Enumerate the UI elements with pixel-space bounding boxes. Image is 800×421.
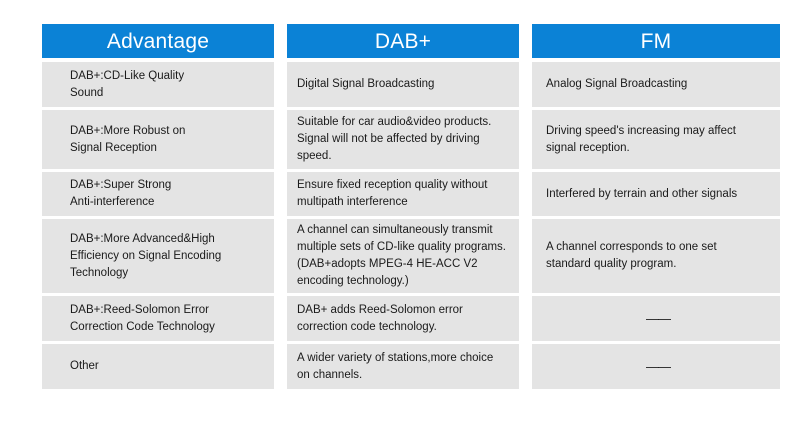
cell-text: Other [70, 360, 99, 372]
table-cell: A channel corresponds to one set standar… [532, 219, 780, 293]
cell-text: Analog Signal Broadcasting [546, 78, 688, 90]
cell-text: DAB+:CD-Like Quality Sound [70, 69, 185, 99]
cell-text: A channel corresponds to one set standar… [546, 241, 717, 270]
cell-text: DAB+:Super Strong Anti-interference [70, 179, 172, 208]
table-cell: Digital Signal Broadcasting [287, 62, 519, 107]
cell-text: DAB+ adds Reed-Solomon error correction … [297, 303, 463, 333]
table-cell: Other [42, 344, 274, 389]
table-cell: DAB+:Super Strong Anti-interference [42, 172, 274, 216]
column-header-advantage: Advantage [42, 24, 274, 58]
table-cell-empty: —— [532, 344, 780, 389]
table-cell: A channel can simultaneously transmit mu… [287, 219, 519, 293]
cell-text: A channel can simultaneously transmit mu… [297, 224, 506, 287]
cell-text: Driving speed's increasing may affect si… [546, 124, 736, 154]
table-cell-empty: —— [532, 296, 780, 341]
table-cell: DAB+:Reed-Solomon Error Correction Code … [42, 296, 274, 341]
table-cell: Driving speed's increasing may affect si… [532, 110, 780, 169]
cell-text: Suitable for car audio&video products. S… [297, 116, 492, 162]
column-dab-plus: DAB+ Digital Signal Broadcasting Suitabl… [287, 24, 519, 392]
table-cell: Interfered by terrain and other signals [532, 172, 780, 216]
column-header-dab-plus: DAB+ [287, 24, 519, 58]
column-cells-fm: Analog Signal Broadcasting Driving speed… [532, 62, 780, 392]
column-advantage: Advantage DAB+:CD-Like Quality Sound DAB… [42, 24, 274, 392]
table-cell: DAB+:More Robust on Signal Reception [42, 110, 274, 169]
cell-text: DAB+:More Robust on Signal Reception [70, 124, 186, 154]
em-dash-placeholder: —— [646, 359, 671, 374]
cell-text: Digital Signal Broadcasting [297, 78, 435, 90]
column-fm: FM Analog Signal Broadcasting Driving sp… [532, 24, 780, 392]
table-cell: A wider variety of stations,more choice … [287, 344, 519, 389]
cell-text: Interfered by terrain and other signals [546, 187, 738, 200]
table-cell: DAB+:More Advanced&High Efficiency on Si… [42, 219, 274, 293]
cell-text: A wider variety of stations,more choice … [297, 351, 494, 381]
column-cells-dab-plus: Digital Signal Broadcasting Suitable for… [287, 62, 519, 392]
table-cell: Analog Signal Broadcasting [532, 62, 780, 107]
column-cells-advantage: DAB+:CD-Like Quality Sound DAB+:More Rob… [42, 62, 274, 392]
column-header-fm: FM [532, 24, 780, 58]
cell-text: DAB+:More Advanced&High Efficiency on Si… [70, 232, 222, 279]
table-cell: Suitable for car audio&video products. S… [287, 110, 519, 169]
cell-text: DAB+:Reed-Solomon Error Correction Code … [70, 303, 215, 333]
table-cell: DAB+ adds Reed-Solomon error correction … [287, 296, 519, 341]
table-cell: Ensure fixed reception quality without m… [287, 172, 519, 216]
table-cell: DAB+:CD-Like Quality Sound [42, 62, 274, 107]
em-dash-placeholder: —— [646, 311, 671, 326]
comparison-table: Advantage DAB+:CD-Like Quality Sound DAB… [42, 24, 780, 392]
cell-text: Ensure fixed reception quality without m… [297, 179, 488, 208]
